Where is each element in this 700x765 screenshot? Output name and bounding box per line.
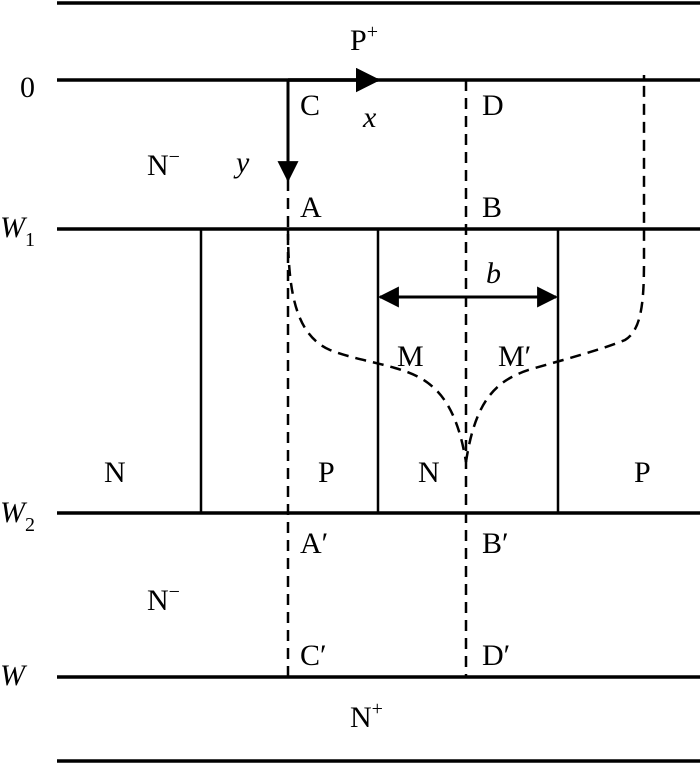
n-minus-lower-label: N− xyxy=(147,581,180,617)
depletion-curve-right xyxy=(464,75,646,463)
point-b-prime-label: B′ xyxy=(482,527,509,560)
x-axis-label: x xyxy=(362,101,377,134)
column-n-left-label: N xyxy=(104,456,126,489)
depth-w-label: W xyxy=(0,659,28,692)
point-a-label: A xyxy=(300,191,322,224)
n-plus-label: N+ xyxy=(350,698,383,734)
depth-zero-label: 0 xyxy=(20,71,35,104)
point-b-label: B xyxy=(482,191,502,224)
column-p-right-label: P xyxy=(634,456,651,489)
point-d-prime-label: D′ xyxy=(482,639,510,672)
point-m-prime-label: M′ xyxy=(498,340,531,373)
n-minus-upper-label: N− xyxy=(147,146,180,182)
point-a-prime-label: A′ xyxy=(300,527,328,560)
depth-w1-label: W1 xyxy=(0,211,35,251)
p-plus-label: P+ xyxy=(350,21,378,57)
column-n-center-label: N xyxy=(418,456,440,489)
point-c-label: C xyxy=(300,89,320,122)
width-b-label: b xyxy=(486,257,501,290)
depth-w2-label: W2 xyxy=(0,496,35,536)
point-d-label: D xyxy=(482,89,504,122)
depletion-curve-left xyxy=(286,228,468,463)
column-p-left-label: P xyxy=(318,456,335,489)
y-axis-label: y xyxy=(233,146,250,179)
point-m-label: M xyxy=(397,340,424,373)
point-c-prime-label: C′ xyxy=(300,639,327,672)
